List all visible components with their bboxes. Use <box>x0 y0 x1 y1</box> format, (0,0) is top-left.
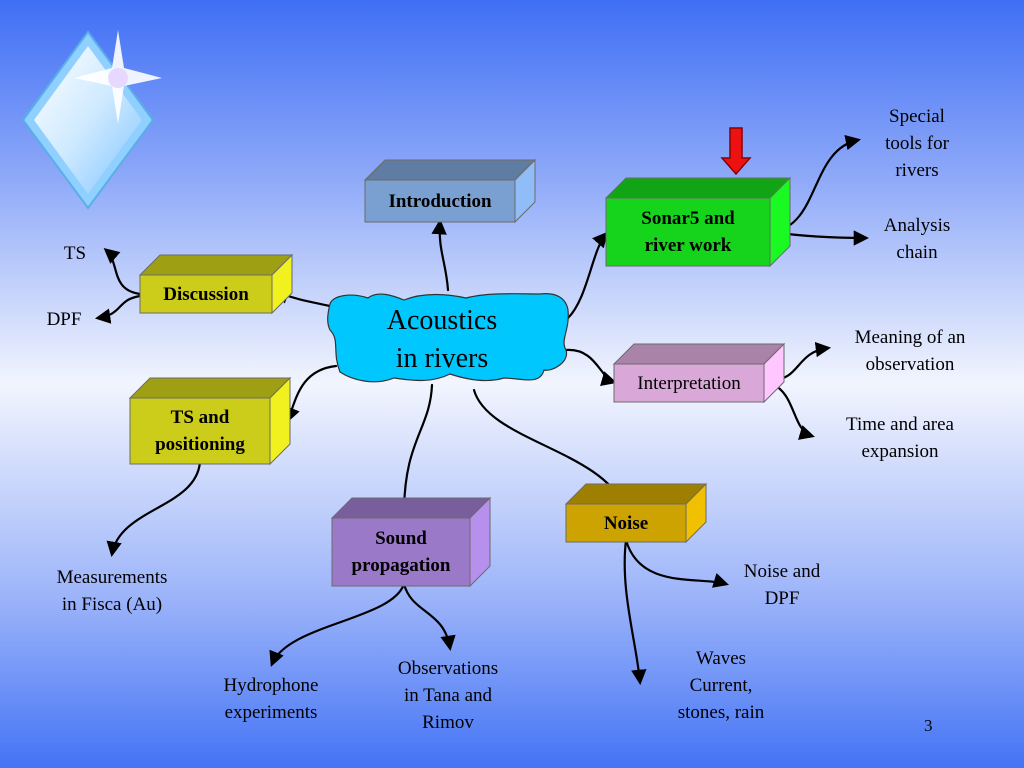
ts-positioning-box-shape <box>128 376 292 466</box>
connector-center-sound <box>396 383 434 518</box>
sound-propagation-box[interactable]: Sound propagation <box>351 528 451 576</box>
label-hydrophone: Hydrophone experiments <box>223 675 319 723</box>
connector-center-ts <box>285 364 338 423</box>
page-number: 3 <box>924 716 933 735</box>
introduction-box[interactable]: Introduction <box>388 190 492 212</box>
discussion-box[interactable]: Discussion <box>163 283 249 305</box>
label-analysis-chain: Analysis chain <box>883 215 951 263</box>
connector-discussion-dpf <box>94 294 142 324</box>
interpretation-box[interactable]: Interpretation <box>637 372 741 394</box>
label-special-tools: Special tools for rivers <box>885 106 949 181</box>
label-dpf: DPF <box>46 309 82 330</box>
interpretation-box-shape <box>612 342 786 404</box>
noise-box[interactable]: Noise <box>603 512 649 534</box>
sound-box-shape <box>330 496 492 588</box>
red-down-arrow-icon <box>720 127 752 176</box>
sonar-river-work-box[interactable]: Sonar5 and river work <box>641 208 735 256</box>
label-time-area: Time and area expansion <box>846 414 954 462</box>
noise-box-shape <box>564 482 708 544</box>
introduction-box-shape <box>363 158 537 224</box>
connector-noise-noisedpf <box>624 538 729 588</box>
center-topic[interactable]: Acoustics in rivers <box>386 305 498 374</box>
connector-noise-waves <box>623 538 647 686</box>
label-ts: TS <box>63 243 87 264</box>
label-observations: Observations in Tana and Rimov <box>397 658 499 733</box>
diamond-star-icon <box>21 30 162 210</box>
center-cloud-shape <box>327 293 569 383</box>
connector-sound-hydrophone <box>269 582 406 667</box>
discussion-box-shape <box>138 253 294 315</box>
connector-discussion-ts <box>103 247 142 296</box>
connector-sound-observations <box>402 582 456 652</box>
connector-center-interpretation <box>564 348 617 386</box>
connector-center-sonar <box>566 231 609 320</box>
label-waves: Waves Current, stones, rain <box>677 648 765 723</box>
label-measurements: Measurements in Fisca (Au) <box>56 567 168 615</box>
label-meaning-observation: Meaning of an observation <box>854 327 966 375</box>
connector-center-introduction <box>431 218 450 292</box>
connector-ts-measurements <box>106 460 202 558</box>
ts-positioning-box[interactable]: TS and positioning <box>155 407 245 455</box>
label-noise-dpf: Noise and DPF <box>743 561 821 609</box>
connector-interp-time <box>770 382 815 440</box>
sonar-box-shape <box>604 176 792 268</box>
